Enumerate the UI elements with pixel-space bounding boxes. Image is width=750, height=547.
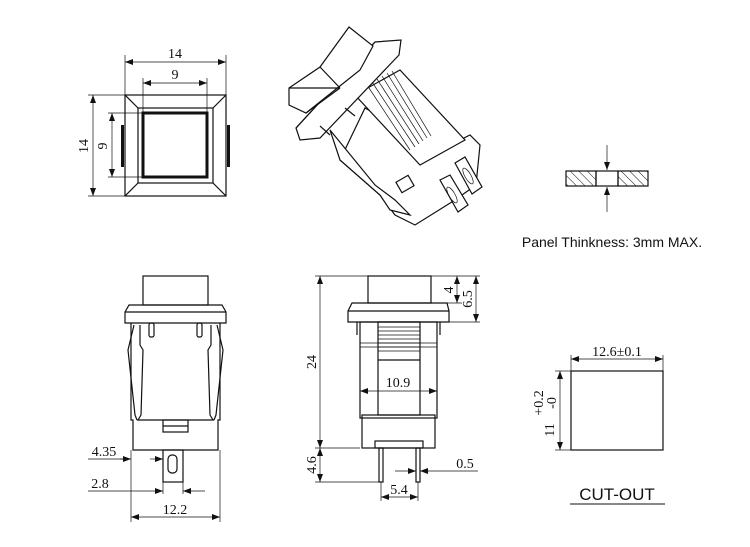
front-view: 4.35 2.8 12.2 <box>88 275 227 522</box>
dim-cutout-tol-plus: +0.2 <box>532 390 547 415</box>
dim-terminal-offset: 4.35 <box>92 445 117 460</box>
dim-total-height: 24 <box>305 355 320 369</box>
dim-side-body-width: 10.9 <box>386 376 411 391</box>
dim-body-width: 12.2 <box>163 503 188 518</box>
dim-terminal-thickness: 0.5 <box>456 457 474 472</box>
dim-button-flange: 6.5 <box>461 290 476 308</box>
cutout-label: CUT-OUT <box>579 485 655 504</box>
cutout-view: 12.6±0.1 11 +0.2 -0 CUT-OUT <box>532 345 665 505</box>
dim-terminal-width: 2.8 <box>91 477 109 492</box>
dim-button-height: 4 <box>442 287 457 294</box>
panel-thickness-caption: Panel Thinkness: 3mm MAX. <box>522 234 702 250</box>
dim-top-width: 14 <box>168 47 182 62</box>
side-view: 24 4.6 4 6.5 10.9 0.5 5.4 <box>305 275 480 501</box>
panel-thickness-detail: Panel Thinkness: 3mm MAX. <box>522 145 702 250</box>
dim-terminal-pitch: 5.4 <box>390 483 408 498</box>
dim-cutout-tol-minus: -0 <box>545 397 560 409</box>
top-view: 14 9 14 9 <box>77 47 230 197</box>
dim-terminal-length: 4.6 <box>305 456 320 474</box>
dim-top-inner-width: 9 <box>172 68 179 83</box>
dim-cutout-height: 11 <box>543 423 558 436</box>
dim-cutout-width: 12.6±0.1 <box>592 345 642 360</box>
dim-top-inner-height: 9 <box>96 143 111 150</box>
isometric-view <box>288 26 483 226</box>
dim-top-height: 14 <box>77 139 92 153</box>
